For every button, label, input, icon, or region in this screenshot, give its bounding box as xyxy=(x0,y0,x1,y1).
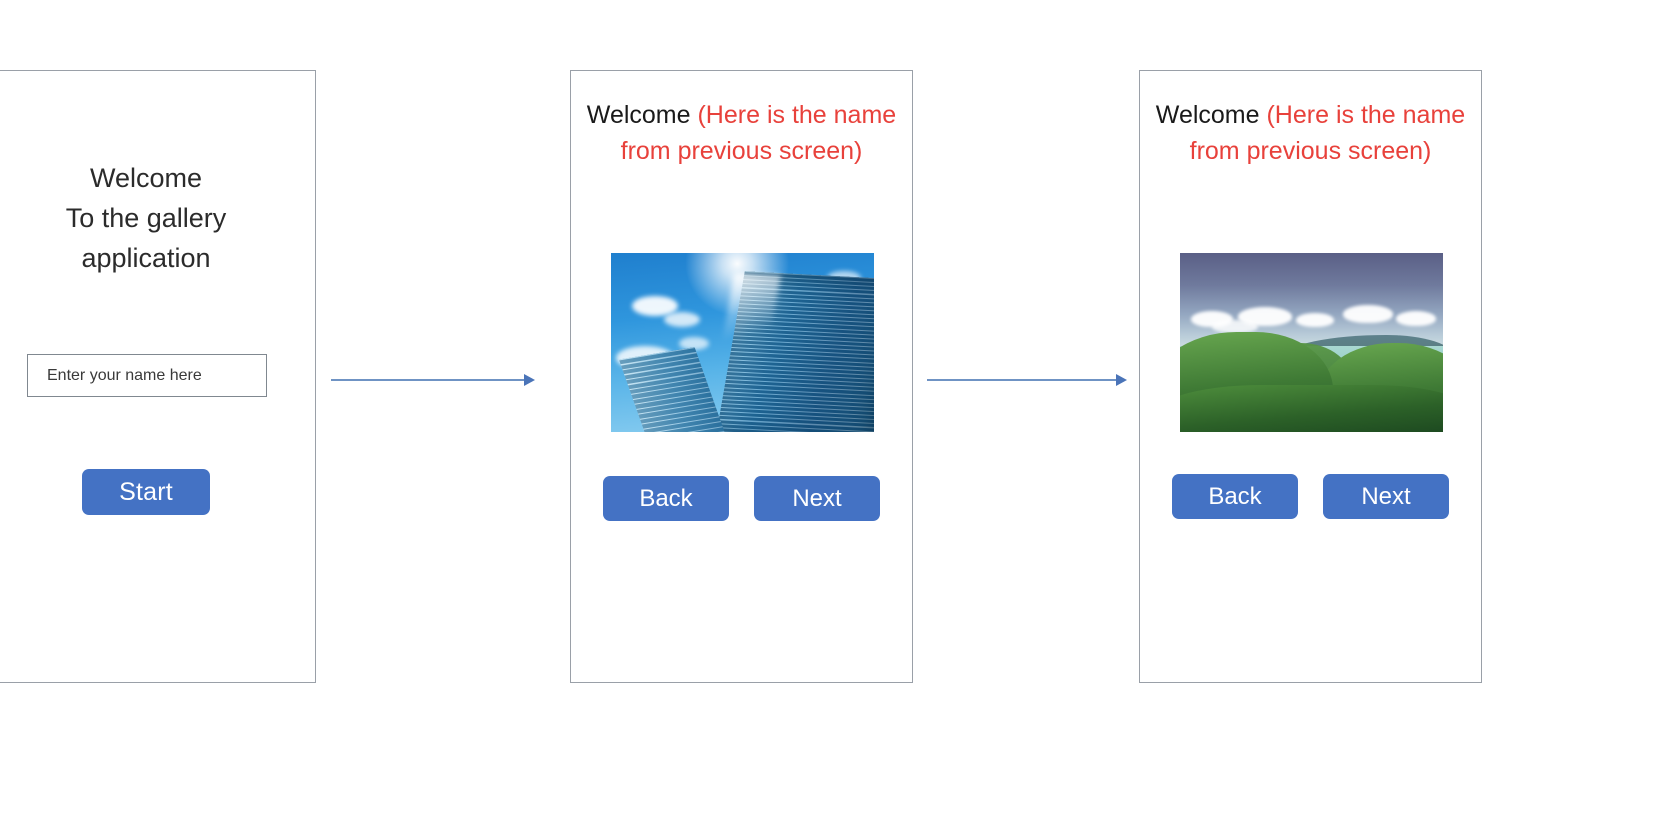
next-button[interactable]: Next xyxy=(754,476,880,521)
screen-gallery-landscape: Welcome (Here is the name from previous … xyxy=(1139,70,1482,683)
cloud-icon xyxy=(1211,320,1258,333)
welcome-heading: Welcome To the gallery application xyxy=(0,159,315,279)
cloud-icon xyxy=(1237,306,1292,326)
cloud-icon xyxy=(1395,311,1436,327)
gallery-image-landscape xyxy=(1180,253,1443,432)
arrow-head-icon xyxy=(524,374,535,386)
screen-title-highlight: (Here is the name from previous screen) xyxy=(1189,101,1466,165)
welcome-line-3: application xyxy=(81,242,211,273)
hill-foreground xyxy=(1180,385,1443,432)
next-button[interactable]: Next xyxy=(1323,474,1449,519)
welcome-line-2: To the gallery xyxy=(65,202,227,233)
back-button[interactable]: Back xyxy=(603,476,729,521)
cloud-icon xyxy=(679,337,710,351)
nav-buttons-row: Back Next xyxy=(571,476,912,521)
cloud-icon xyxy=(1295,312,1334,327)
arrow-head-icon xyxy=(1116,374,1127,386)
back-button[interactable]: Back xyxy=(1172,474,1298,519)
arrow-screen2-to-screen3 xyxy=(927,368,1127,392)
screen-title: Welcome (Here is the name from previous … xyxy=(1152,98,1469,169)
arrow-screen1-to-screen2 xyxy=(331,368,535,392)
cloud-icon xyxy=(632,295,679,316)
screen-gallery-city: Welcome (Here is the name from previous … xyxy=(570,70,913,683)
cloud-icon xyxy=(1343,305,1394,324)
arrow-shaft xyxy=(927,378,1117,382)
start-button[interactable]: Start xyxy=(82,469,210,515)
cloud-icon xyxy=(663,312,700,328)
gallery-image-city xyxy=(611,253,874,432)
name-input[interactable] xyxy=(27,354,267,397)
screen-title: Welcome (Here is the name from previous … xyxy=(583,98,900,169)
screen-title-highlight: (Here is the name from previous screen) xyxy=(620,101,897,165)
cloud-band xyxy=(1180,300,1443,339)
nav-buttons-row: Back Next xyxy=(1140,474,1481,519)
arrow-shaft xyxy=(331,378,525,382)
screen-title-static: Welcome xyxy=(586,101,698,129)
welcome-line-1: Welcome xyxy=(89,163,203,193)
screen-welcome-entry: Welcome To the gallery application Start xyxy=(0,70,316,683)
screen-title-static: Welcome xyxy=(1155,101,1267,129)
